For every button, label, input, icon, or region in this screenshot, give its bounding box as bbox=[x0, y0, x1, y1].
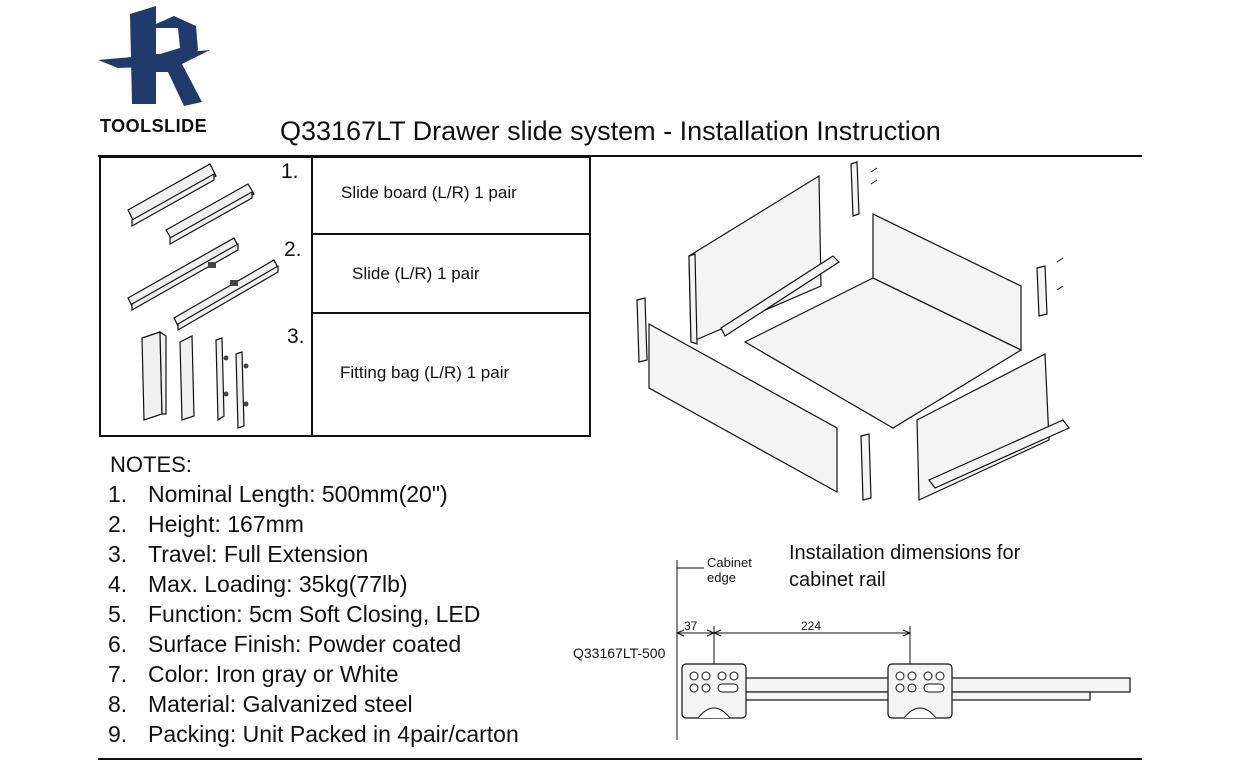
parts-table bbox=[99, 156, 591, 437]
note-text: Function: 5cm Soft Closing, LED bbox=[148, 601, 481, 627]
note-number: 1. bbox=[108, 481, 128, 507]
dimensions-label-line1: Instailation dimensions for bbox=[789, 542, 1021, 564]
note-number: 3. bbox=[108, 541, 128, 567]
note-text: Surface Finish: Powder coated bbox=[148, 631, 462, 657]
note-number: 2. bbox=[108, 511, 128, 537]
note-text: Max. Loading: 35kg(77lb) bbox=[148, 571, 408, 597]
note-item: 3. Travel: Full Extension bbox=[108, 541, 368, 568]
note-text: Color: Iron gray or White bbox=[148, 661, 399, 687]
dimensions-label-line2: cabinet rail bbox=[789, 569, 886, 591]
page-title: Q33167LT Drawer slide system - Installat… bbox=[280, 116, 941, 146]
note-text: Packing: Unit Packed in 4pair/carton bbox=[148, 721, 519, 747]
part-label-fitting-bag: Fitting bag (L/R) 1 pair bbox=[340, 363, 510, 382]
note-item: 2. Height: 167mm bbox=[108, 511, 304, 538]
note-number: 4. bbox=[108, 571, 128, 597]
installation-dimensions-label: Instailation dimensions for cabinet rail bbox=[789, 540, 1089, 594]
part-label-slide: Slide (L/R) 1 pair bbox=[352, 264, 480, 283]
note-item: 6. Surface Finish: Powder coated bbox=[108, 631, 461, 658]
note-text: Material: Galvanized steel bbox=[148, 691, 413, 717]
note-item: 9. Packing: Unit Packed in 4pair/carton bbox=[108, 721, 519, 748]
note-item: 7. Color: Iron gray or White bbox=[108, 661, 399, 688]
note-text: Nominal Length: 500mm(20") bbox=[148, 481, 448, 507]
part-number-3: 3. bbox=[287, 325, 305, 348]
note-text: Travel: Full Extension bbox=[148, 541, 369, 567]
brand-name: TOOLSLIDE bbox=[100, 116, 208, 136]
dimension-224: 224 bbox=[801, 619, 822, 633]
table-column-divider bbox=[311, 156, 313, 437]
note-item: 5. Function: 5cm Soft Closing, LED bbox=[108, 601, 480, 628]
model-number: Q33167LT-500 bbox=[573, 645, 666, 661]
part-label-slide-board: Slide board (L/R) 1 pair bbox=[341, 183, 517, 202]
note-number: 8. bbox=[108, 691, 128, 717]
note-item: 1. Nominal Length: 500mm(20") bbox=[108, 481, 448, 508]
cabinet-edge-label: Cabinet edge bbox=[707, 555, 752, 585]
note-item: 4. Max. Loading: 35kg(77lb) bbox=[108, 571, 408, 598]
notes-heading: NOTES: bbox=[110, 452, 192, 477]
note-number: 5. bbox=[108, 601, 128, 627]
toolslide-logo bbox=[98, 6, 210, 106]
cabinet-edge-line2: edge bbox=[707, 570, 736, 585]
note-number: 9. bbox=[108, 721, 128, 747]
part-number-2: 2. bbox=[284, 238, 302, 261]
header-rule bbox=[98, 155, 1142, 157]
table-row-divider bbox=[311, 312, 591, 314]
note-text: Height: 167mm bbox=[148, 511, 304, 537]
note-number: 6. bbox=[108, 631, 128, 657]
part-number-1: 1. bbox=[281, 160, 299, 183]
dimension-37: 37 bbox=[684, 619, 698, 633]
drawer-exploded-view bbox=[636, 161, 1070, 501]
cabinet-edge-line1: Cabinet bbox=[707, 555, 752, 570]
footer-rule bbox=[98, 758, 1142, 760]
cabinet-rail-diagram bbox=[675, 560, 1131, 740]
parts-illustration bbox=[127, 163, 279, 429]
note-item: 8. Material: Galvanized steel bbox=[108, 691, 413, 718]
note-number: 7. bbox=[108, 661, 128, 687]
table-row-divider bbox=[311, 233, 591, 235]
